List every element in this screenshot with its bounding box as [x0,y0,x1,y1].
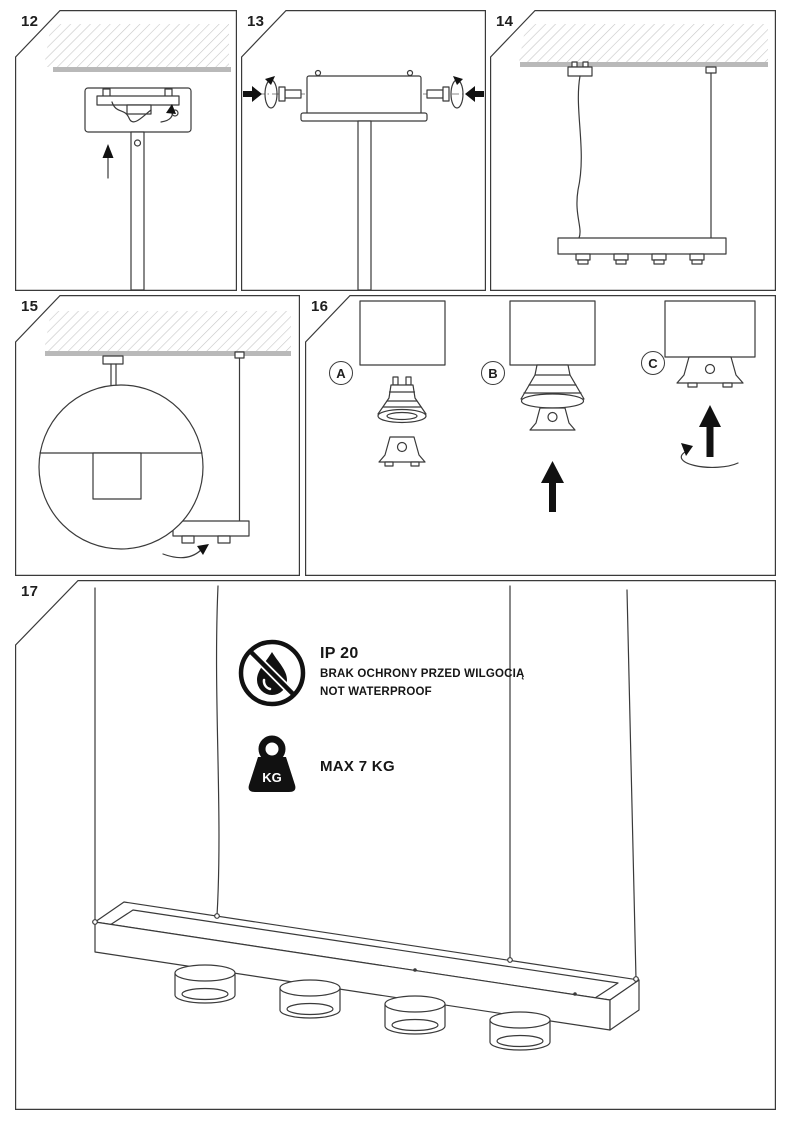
glass-shade-illustration [15,295,300,576]
no-water-drop-icon [238,639,306,707]
variant-c-twist [664,300,756,388]
lamp-shades [174,964,551,1051]
canopy-screws-illustration [241,10,486,291]
step-16-panel: 16 A B C [305,295,776,576]
step-12-panel: 12 [15,10,237,291]
step-13-panel: 13 [241,10,486,291]
step-14-panel: 14 [490,10,776,291]
canopy [300,69,428,291]
rotation-arrow [680,443,739,468]
ip-rating-text: IP 20 [320,645,359,663]
power-cable [567,61,593,239]
variant-b-insert [509,300,596,431]
suspension-wire [234,351,245,522]
glass-sphere [38,384,204,550]
ip-rating-row: IP 20 BRAK OCHRONY PRZED WILGOCIĄ NOT WA… [237,638,525,708]
weight-badge-text: KG [262,770,282,785]
ceiling [44,24,231,72]
variant-b-label: B [481,361,505,385]
variant-c-label: C [641,351,665,375]
lamp-frame [92,901,640,1031]
up-arrow [102,144,114,179]
slide-arrow [162,544,209,559]
step-number: 12 [21,13,39,30]
ceiling-bracket-illustration [15,10,237,291]
suspension-wires [94,585,637,980]
step-number: 17 [21,583,39,600]
canopy-with-bracket [84,87,192,133]
step-17-panel: 17 IP 20 BRAK OCHRONY PRZED WILGOCIĄ NOT… [15,580,776,1110]
linear-fixture [557,237,727,265]
suspension-rod [130,131,145,291]
bulb-installation-illustration [305,295,776,576]
safety-icons: IP 20 BRAK OCHRONY PRZED WILGOCIĄ NOT WA… [237,638,525,798]
hanging-fixture-illustration [490,10,776,291]
step-number: 15 [21,298,39,315]
twist-arrow [160,104,176,123]
max-weight-row: KG MAX 7 KG [237,734,525,798]
ip-rating-texts: IP 20 BRAK OCHRONY PRZED WILGOCIĄ NOT WA… [320,645,525,701]
assembled-lamp-illustration [15,580,776,1110]
kettlebell-weight-icon: KG [248,735,296,792]
right-screw [423,76,484,109]
fixture-end [172,520,250,544]
variant-a-label: A [329,361,353,385]
max-load-text: MAX 7 KG [320,757,395,775]
protection-note-pl: BRAK OCHRONY PRZED WILGOCIĄ [320,668,525,681]
variant-a-bulb [359,300,446,467]
right-push-arrow [465,86,484,102]
ceiling [519,24,768,67]
step-15-panel: 15 [15,295,300,576]
step-number: 13 [247,13,265,30]
step-number: 16 [311,298,329,315]
variant-b-up-arrow [541,461,564,512]
left-push-arrow [243,86,262,102]
suspension-wire [705,66,717,239]
variant-c-up-arrow [699,405,721,457]
protection-note-en: NOT WATERPROOF [320,685,432,698]
ceiling [44,311,291,356]
suspension-rod [102,355,124,387]
step-number: 14 [496,13,514,30]
